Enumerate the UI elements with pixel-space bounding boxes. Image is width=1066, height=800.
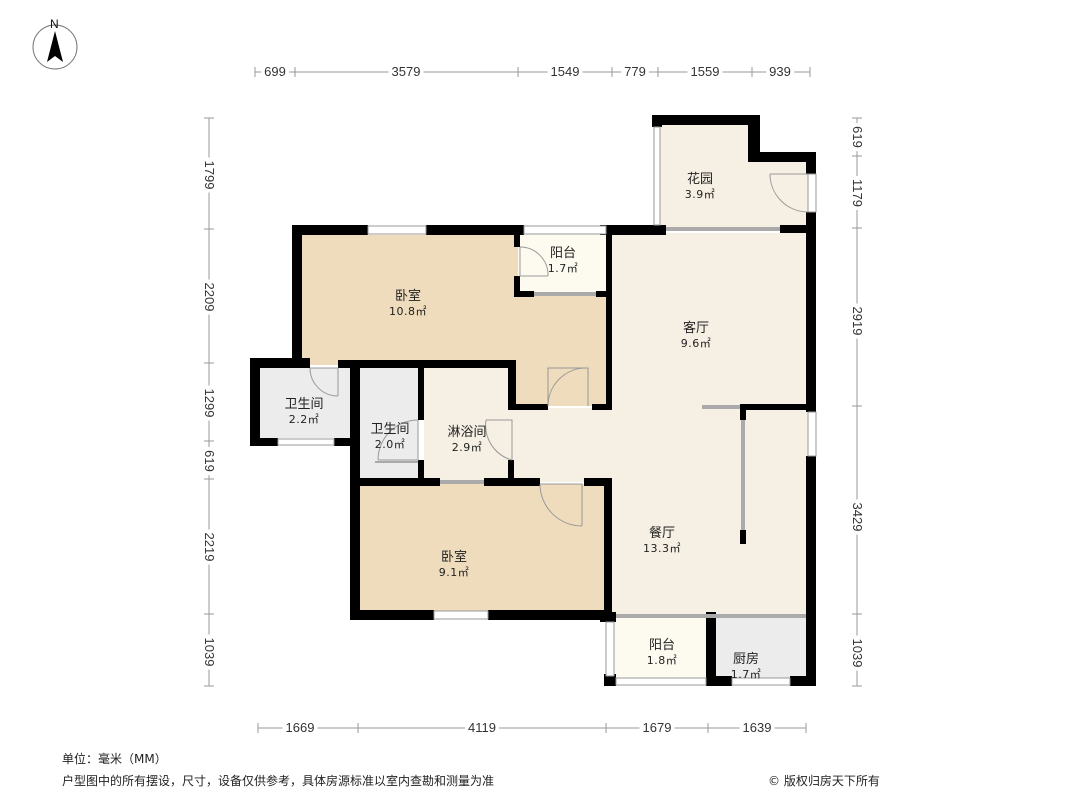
dim-right-2: 1179	[850, 176, 865, 210]
room-name: 卧室	[440, 550, 467, 565]
dim-left-2: 2209	[202, 279, 217, 315]
room-name: 卫生间	[284, 397, 324, 412]
room-balcony-south: 阳台 1.8㎡	[647, 638, 678, 668]
room-area: 2.9㎡	[451, 441, 483, 454]
dim-left-6: 1039	[202, 634, 217, 670]
dim-top-1: 699	[261, 65, 289, 79]
dim-top-5: 1559	[687, 65, 723, 79]
room-area: 2.2㎡	[288, 413, 320, 426]
room-name: 阳台	[648, 638, 675, 653]
room-bathroom-1: 卫生间 2.2㎡	[284, 397, 323, 427]
room-fills	[260, 125, 808, 680]
copyright: © 版权归房天下所有	[768, 774, 880, 788]
room-name: 卧室	[394, 289, 421, 304]
room-area: 1.7㎡	[547, 262, 579, 275]
compass-icon	[32, 24, 78, 70]
room-master-bedroom: 卧室 10.8㎡	[389, 289, 427, 319]
room-name: 厨房	[732, 652, 759, 667]
room-living-room: 客厅 9.6㎡	[681, 321, 712, 351]
dim-right-5: 1039	[850, 635, 865, 671]
room-area: 1.7㎡	[730, 668, 762, 681]
room-balcony-north: 阳台 1.7㎡	[548, 246, 579, 276]
door-swings	[309, 173, 809, 527]
room-area: 9.1㎡	[438, 566, 470, 579]
dim-bottom-1: 1669	[282, 721, 318, 735]
room-area: 3.9㎡	[684, 188, 716, 201]
room-area: 1.8㎡	[646, 654, 678, 667]
dim-left-3: 1299	[202, 385, 217, 421]
dim-bottom-2: 4119	[465, 721, 499, 735]
dim-right-1: 619	[850, 123, 865, 151]
room-area: 10.8㎡	[389, 305, 427, 318]
unit-note: 单位：毫米（MM）	[62, 752, 167, 766]
dim-left-1: 1799	[202, 157, 217, 193]
dim-right-4: 3429	[850, 499, 865, 535]
disclaimer: 户型图中的所有摆设，尺寸，设备仅供参考，具体房源标准以室内查勘和测量为准	[62, 774, 495, 788]
room-name: 阳台	[549, 246, 576, 261]
compass-north-label: N	[50, 17, 59, 31]
dim-top-3: 1549	[547, 65, 583, 79]
room-name: 卫生间	[370, 422, 410, 437]
room-garden: 花园 3.9㎡	[685, 172, 716, 202]
sliding-doors	[375, 227, 806, 618]
room-name: 餐厅	[648, 526, 675, 541]
dim-left-4: 619	[202, 447, 217, 475]
dim-right-3: 2919	[850, 303, 865, 339]
dim-top-4: 779	[621, 65, 649, 79]
room-area: 2.0㎡	[374, 438, 406, 451]
room-name: 客厅	[682, 321, 709, 336]
room-second-bedroom: 卧室 9.1㎡	[439, 550, 470, 580]
room-bathroom-2: 卫生间 2.0㎡	[370, 422, 409, 452]
dim-left-5: 2219	[202, 529, 217, 565]
room-area: 9.6㎡	[680, 337, 712, 350]
windows	[277, 126, 817, 686]
dim-bottom-3: 1679	[639, 721, 675, 735]
walls	[250, 115, 816, 686]
dim-bottom-4: 1639	[739, 721, 775, 735]
room-dining-room: 餐厅 13.3㎡	[643, 526, 681, 556]
dim-top-2: 3579	[388, 65, 424, 79]
room-name: 淋浴间	[447, 425, 487, 440]
room-kitchen: 厨房 1.7㎡	[731, 652, 762, 682]
room-area: 13.3㎡	[643, 542, 681, 555]
room-shower: 淋浴间 2.9㎡	[447, 425, 486, 455]
room-name: 花园	[686, 172, 713, 187]
dim-top-6: 939	[766, 65, 794, 79]
